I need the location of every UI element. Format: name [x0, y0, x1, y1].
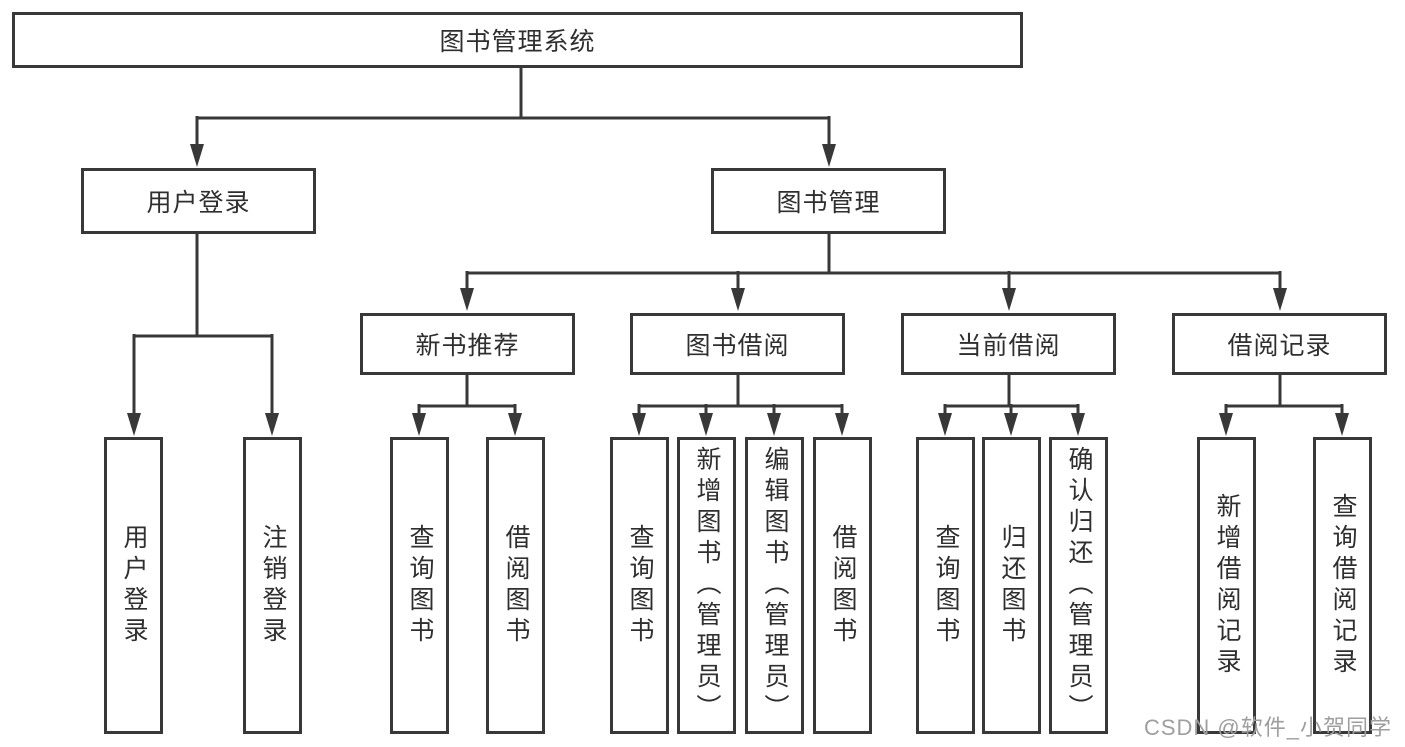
node-user-login: 用户登录	[81, 168, 316, 234]
node-current-borrowing: 当前借阅	[901, 313, 1116, 375]
leaf-current-return-books: 归还图书	[982, 437, 1041, 734]
leaf-borrowing-borrow-books: 借阅图书	[813, 437, 872, 734]
connector-new-book-children	[412, 375, 522, 436]
connector-book-management-children	[460, 234, 1287, 311]
leaf-recommend-borrow-books: 借阅图书	[486, 437, 545, 734]
node-borrowing-records: 借阅记录	[1172, 313, 1387, 375]
node-new-book-recommendation: 新书推荐	[360, 313, 575, 375]
connector-current-borrowing-children	[938, 375, 1085, 436]
leaf-borrowing-edit-book-admin: 编辑图书（管理员）	[745, 437, 804, 734]
leaf-records-query-borrow-record: 查询借阅记录	[1313, 437, 1372, 734]
node-library-management-system: 图书管理系统	[12, 12, 1023, 68]
leaf-user-login: 用户登录	[104, 437, 163, 734]
connector-root-to-level2	[190, 68, 836, 167]
leaf-records-add-borrow-record: 新增借阅记录	[1197, 437, 1256, 734]
connector-borrowing-records-children	[1219, 375, 1349, 436]
connector-book-borrowing-children	[632, 375, 849, 436]
node-book-management: 图书管理	[711, 168, 946, 234]
leaf-recommend-query-books: 查询图书	[390, 437, 449, 734]
node-book-borrowing: 图书借阅	[630, 313, 845, 375]
connector-user-login-children	[127, 234, 279, 436]
leaf-current-query-books: 查询图书	[916, 437, 975, 734]
leaf-logout-login: 注销登录	[243, 437, 302, 734]
leaf-borrowing-query-books: 查询图书	[610, 437, 669, 734]
leaf-borrowing-add-book-admin: 新增图书（管理员）	[677, 437, 736, 734]
csdn-watermark: CSDN @软件_小贺同学	[1143, 715, 1392, 740]
leaf-current-confirm-return-admin: 确认归还（管理员）	[1049, 437, 1108, 734]
